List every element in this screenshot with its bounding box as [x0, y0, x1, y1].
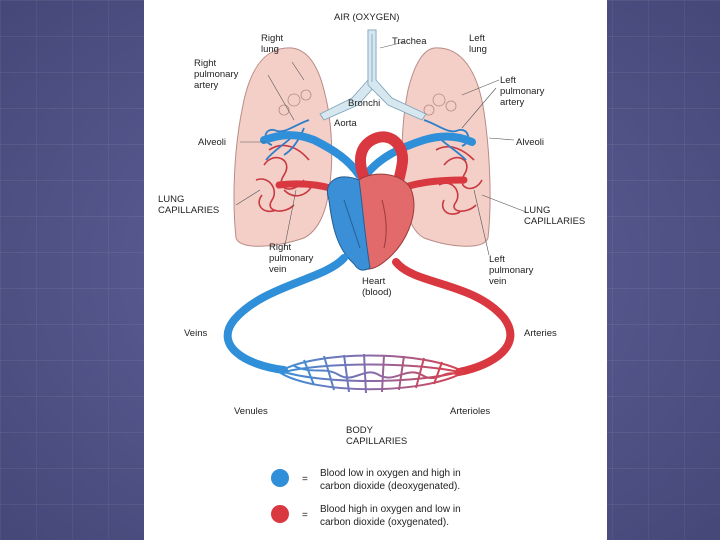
label-body-capillaries-1: BODY: [346, 425, 374, 436]
label-arterioles: Arterioles: [450, 406, 490, 417]
label-lung-capillaries-left-1: LUNG: [158, 194, 184, 205]
label-left-pulmonary-vein-2: pulmonary: [489, 265, 534, 276]
right-pulmonary-artery-vessel: [260, 131, 363, 179]
label-right-pulmonary-vein-1: Right: [269, 242, 292, 253]
label-lung-capillaries-left-2: CAPILLARIES: [158, 205, 219, 216]
label-left-pulmonary-vein-3: vein: [489, 276, 506, 287]
label-body-capillaries-2: CAPILLARIES: [346, 436, 407, 447]
legend-deoxygenated-line-2: carbon dioxide (deoxygenated).: [320, 481, 460, 492]
body-capillary-network: [278, 353, 465, 394]
trachea-bronchi: [319, 29, 427, 121]
label-left-pulmonary-vein-1: Left: [489, 254, 505, 265]
label-left-pulmonary-artery-2: pulmonary: [500, 86, 545, 97]
label-left-lung-2: lung: [469, 44, 487, 55]
veins-vessel: [223, 254, 348, 374]
circulation-diagram: AIR (OXYGEN) Trachea Right lung Left lun…: [158, 12, 585, 528]
label-venules: Venules: [234, 406, 268, 417]
label-right-pulmonary-vein-2: pulmonary: [269, 253, 314, 264]
heart-shape: [327, 173, 415, 271]
label-veins: Veins: [184, 328, 207, 339]
label-alveoli-right: Alveoli: [516, 137, 544, 148]
label-trachea: Trachea: [392, 36, 427, 47]
label-right-lung-1: Right: [261, 33, 284, 44]
label-arteries: Arteries: [524, 328, 557, 339]
label-left-lung-1: Left: [469, 33, 485, 44]
label-right-pulmonary-artery-1: Right: [194, 58, 217, 69]
diagram-panel: AIR (OXYGEN) Trachea Right lung Left lun…: [144, 0, 607, 540]
legend-oxygenated-swatch: [271, 505, 289, 523]
label-left-pulmonary-artery-1: Left: [500, 75, 516, 86]
legend-oxygenated-line-1: Blood high in oxygen and low in: [320, 504, 461, 515]
alveoli-texture: [278, 89, 457, 116]
label-heart-1: Heart: [362, 276, 386, 287]
right-lung-shape: [233, 47, 333, 247]
right-lung-capillaries: [255, 144, 313, 213]
leader-lines: [235, 41, 527, 256]
left-pulmonary-artery-vessel: [362, 132, 476, 179]
arteries-vessel: [392, 258, 515, 376]
label-lung-capillaries-right-2: CAPILLARIES: [524, 216, 585, 227]
label-lung-capillaries-right-1: LUNG: [524, 205, 550, 216]
label-bronchi: Bronchi: [348, 98, 380, 109]
label-heart-2: (blood): [362, 287, 392, 298]
label-aorta: Aorta: [334, 118, 357, 129]
legend-deoxygenated-line-1: Blood low in oxygen and high in: [320, 468, 461, 479]
legend-oxygenated-symbol: =: [302, 510, 308, 521]
label-alveoli-left: Alveoli: [198, 137, 226, 148]
legend-deoxygenated-swatch: [271, 469, 289, 487]
legend-oxygenated-line-2: carbon dioxide (oxygenated).: [320, 517, 449, 528]
legend-deoxygenated-symbol: =: [302, 474, 308, 485]
label-left-pulmonary-artery-3: artery: [500, 97, 525, 108]
label-right-pulmonary-artery-2: pulmonary: [194, 69, 239, 80]
label-right-pulmonary-artery-3: artery: [194, 80, 219, 91]
label-right-lung-2: lung: [261, 44, 279, 55]
label-air-oxygen: AIR (OXYGEN): [334, 12, 399, 23]
label-right-pulmonary-vein-3: vein: [269, 264, 286, 275]
legend: = Blood low in oxygen and high in carbon…: [271, 468, 461, 528]
